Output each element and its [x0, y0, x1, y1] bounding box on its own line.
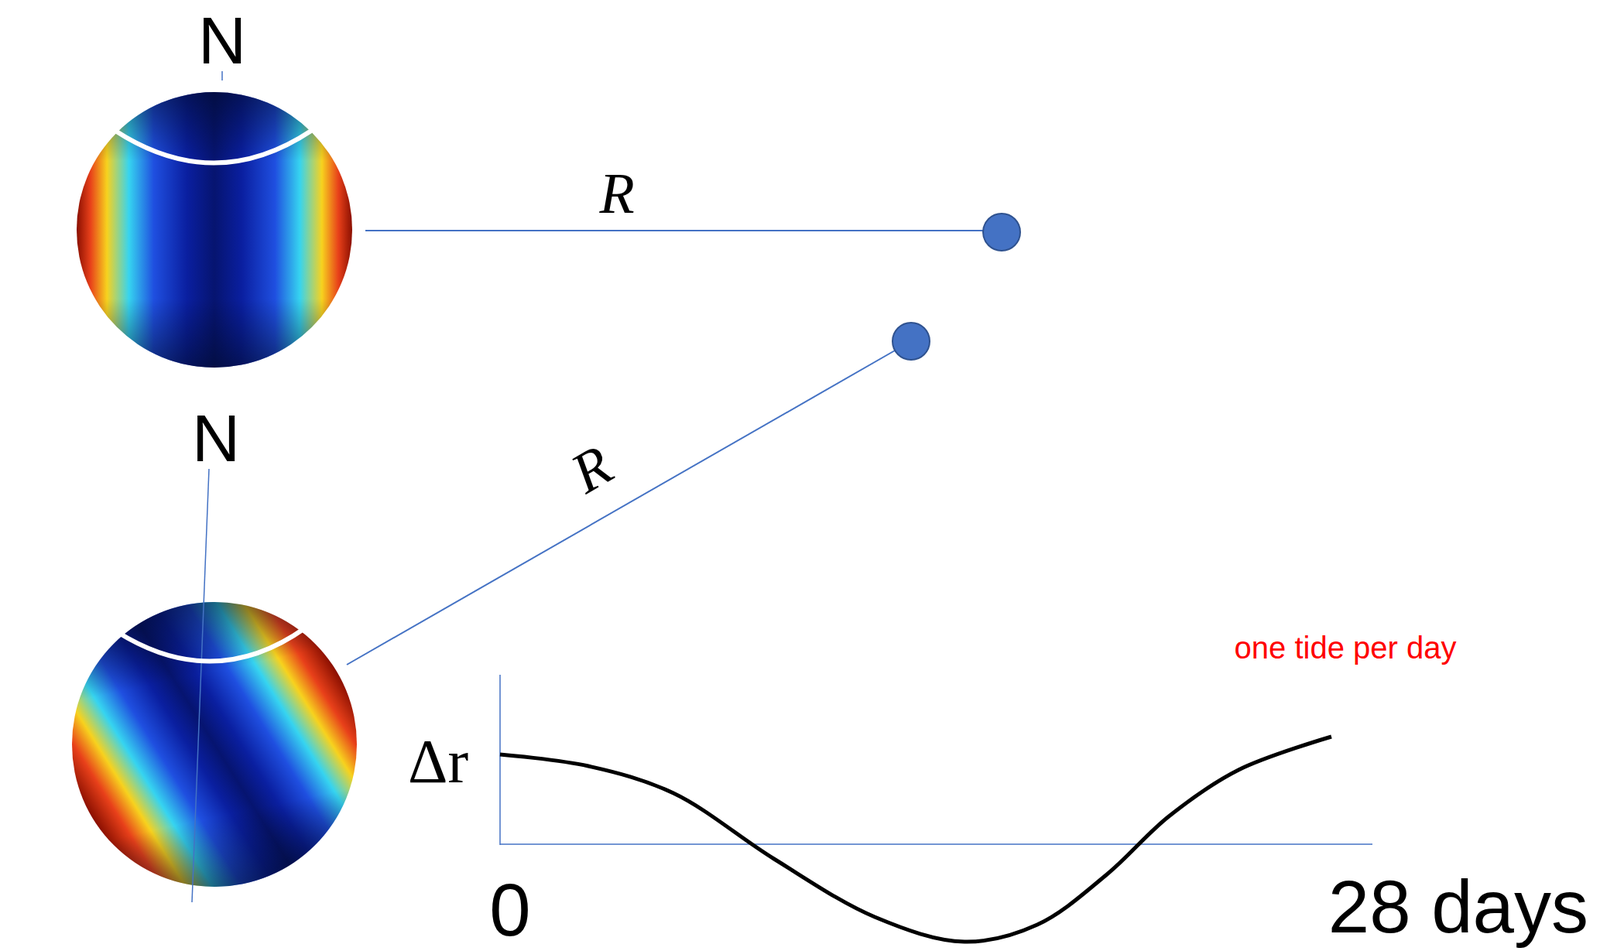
- axis-line: [191, 469, 209, 903]
- latitude-arc: [117, 627, 306, 662]
- note-label: one tide per day: [1234, 632, 1457, 664]
- moon-dot: [983, 213, 1021, 251]
- distance-label: R: [599, 164, 634, 223]
- y-axis: [499, 674, 501, 846]
- tide-curve: [500, 736, 1332, 943]
- globe-shade: [45, 575, 384, 914]
- moon-dot: [892, 322, 930, 360]
- distance-label: R: [561, 435, 621, 504]
- tick-label: 0: [489, 873, 531, 948]
- earth-globe: [76, 92, 353, 368]
- distance-line: [346, 350, 895, 665]
- north-label: N: [191, 404, 240, 472]
- north-label: N: [198, 6, 247, 74]
- distance-line: [365, 229, 984, 232]
- axis-label: Δr: [407, 730, 469, 793]
- latitude-arc: [115, 130, 312, 164]
- globe-shade: [76, 92, 353, 368]
- tick-label: 28 days: [1328, 870, 1589, 945]
- x-axis: [500, 843, 1373, 846]
